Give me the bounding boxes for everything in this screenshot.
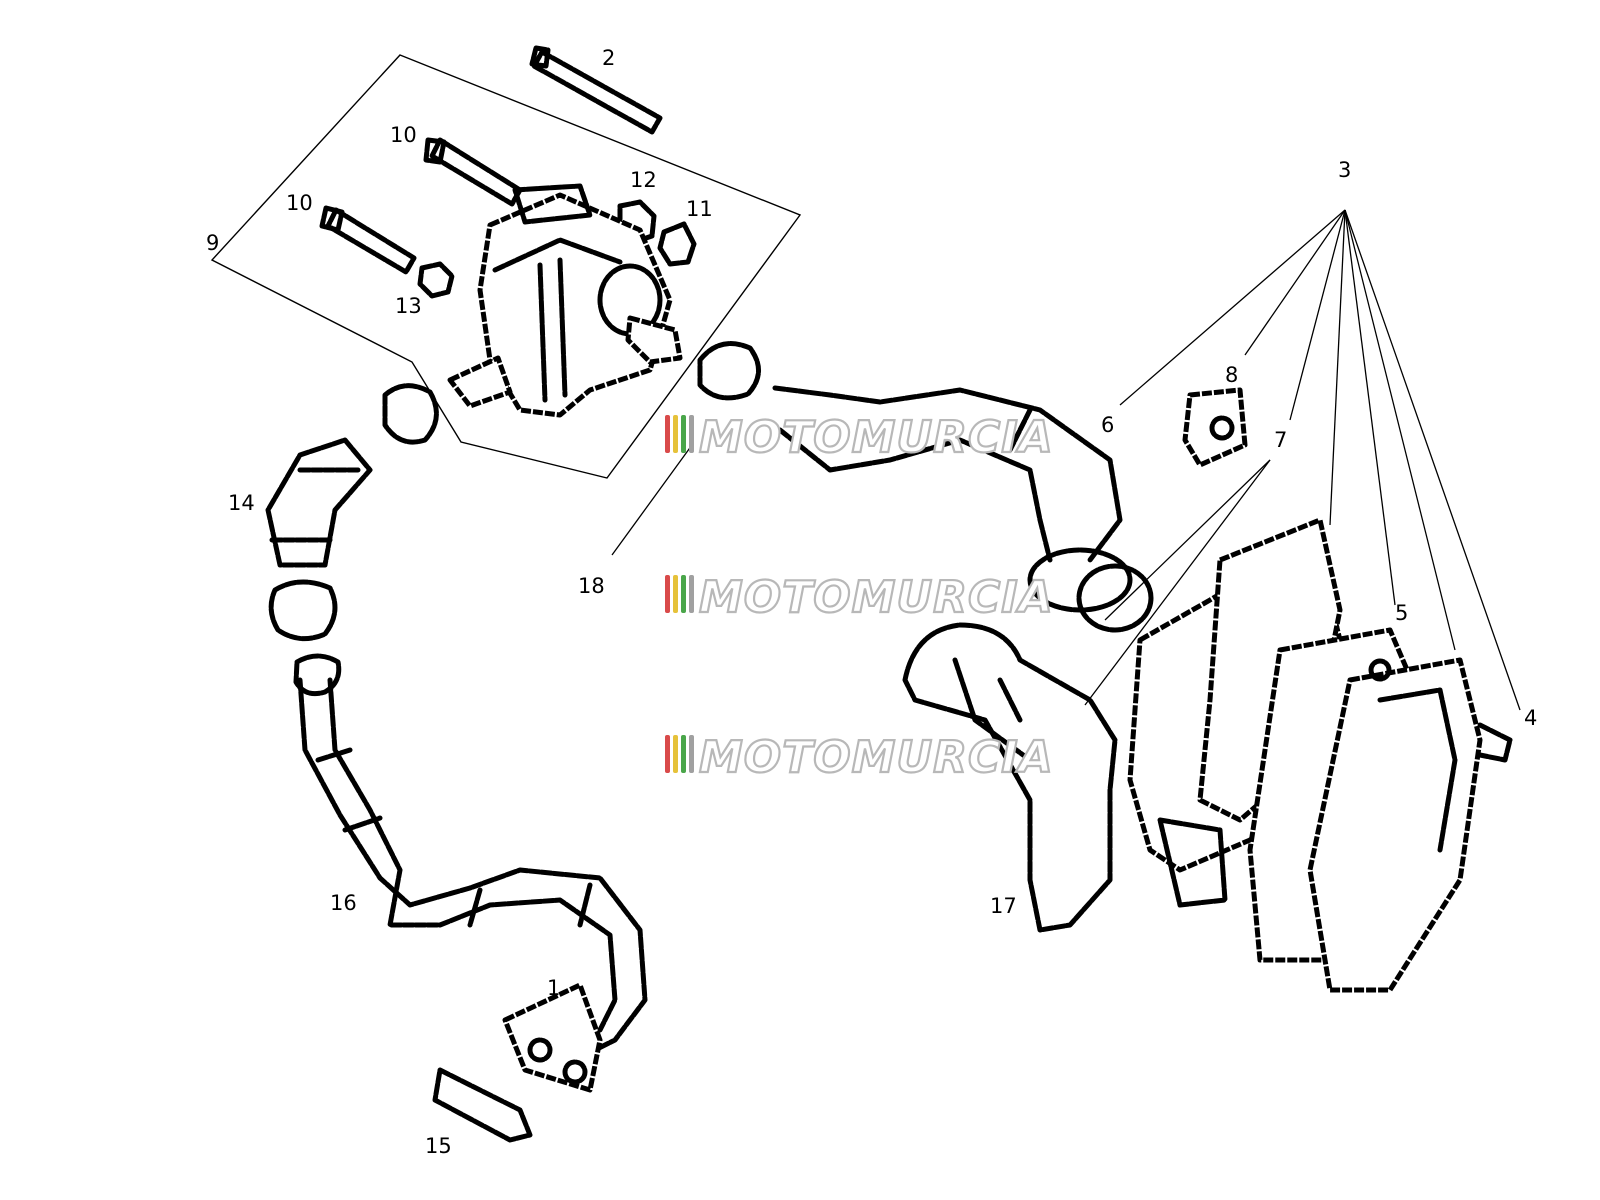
hose-clamp-mid — [268, 579, 338, 642]
leader-lines — [611, 209, 1521, 711]
callout-5: 5 — [1395, 601, 1408, 625]
hose-clamp-left — [382, 383, 439, 445]
watermark-text: MOTOMURCIA — [699, 412, 1054, 463]
watermark-bottom: MOTOMURCIA — [665, 731, 1054, 784]
fitting-part-11 — [657, 221, 697, 267]
callout-10-lower: 10 — [286, 191, 313, 215]
water-pump-body — [1127, 517, 1513, 993]
upper-hose-part-6 — [772, 385, 1154, 633]
callout-17: 17 — [990, 894, 1017, 918]
callout-9: 9 — [206, 231, 219, 255]
callout-2: 2 — [602, 46, 615, 70]
callout-11: 11 — [686, 197, 713, 221]
thermostat-assembly-outline — [210, 54, 802, 479]
callout-6: 6 — [1101, 413, 1114, 437]
gasket-part-15 — [432, 1067, 533, 1143]
nut-part-13 — [417, 261, 455, 299]
callout-14: 14 — [228, 491, 255, 515]
lower-hose-part-17 — [902, 622, 1118, 933]
watermark-middle: MOTOMURCIA — [665, 571, 1054, 624]
bolt-part-10-lower — [319, 205, 417, 275]
thermostat-housing — [447, 183, 683, 418]
elbow-hose-part-14 — [265, 437, 373, 568]
hose-fitting-part-1 — [502, 982, 603, 1093]
long-hose-part-16 — [297, 677, 648, 1053]
callout-8: 8 — [1225, 363, 1238, 387]
callout-7: 7 — [1274, 428, 1287, 452]
hose-clamp-lower — [293, 653, 342, 697]
callout-10-upper: 10 — [390, 123, 417, 147]
bolt-part-2 — [529, 45, 663, 135]
callout-3: 3 — [1338, 158, 1351, 182]
callout-12: 12 — [630, 168, 657, 192]
watermark-text: MOTOMURCIA — [699, 732, 1054, 783]
callout-18: 18 — [578, 574, 605, 598]
bolt-part-10-upper — [423, 137, 523, 207]
hose-clamp-upper — [697, 341, 761, 401]
callout-13: 13 — [395, 294, 422, 318]
callout-labels: 1 2 3 4 5 6 7 8 9 10 10 11 12 13 14 15 1… — [206, 46, 1537, 1158]
callout-4: 4 — [1524, 706, 1537, 730]
watermark-top: MOTOMURCIA — [665, 411, 1054, 464]
callout-15: 15 — [425, 1134, 452, 1158]
callout-1: 1 — [547, 976, 560, 1000]
bracket-part-8 — [1182, 387, 1248, 468]
watermark-text: MOTOMURCIA — [699, 572, 1054, 623]
callout-16: 16 — [330, 891, 357, 915]
